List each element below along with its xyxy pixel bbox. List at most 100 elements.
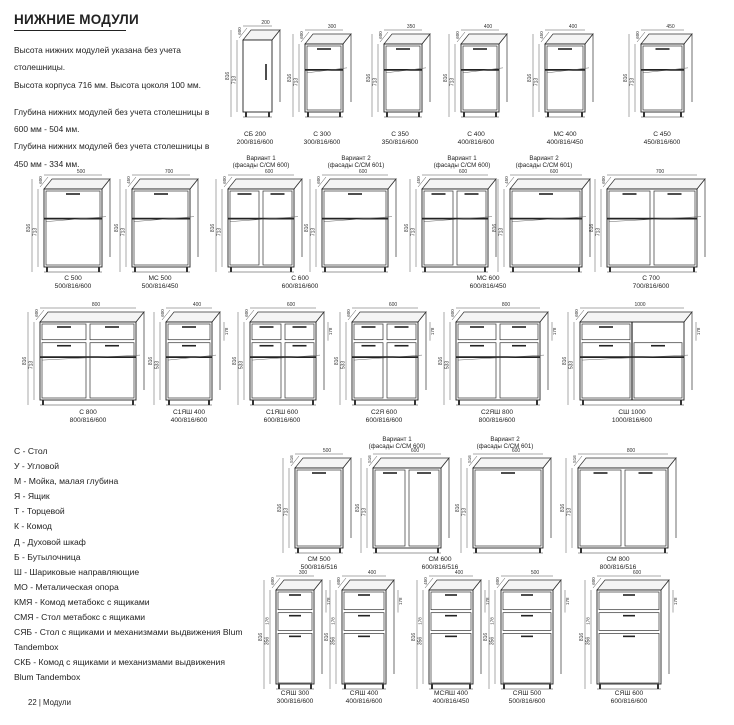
- module-name: С 300: [313, 131, 331, 138]
- door-front: [642, 45, 683, 111]
- page-footer: 22 | Модули: [28, 698, 71, 707]
- cabinet-top: [39, 311, 145, 323]
- depth-dimension: [540, 31, 550, 43]
- door-front: [624, 469, 667, 547]
- cabinet-side: [472, 579, 482, 674]
- door-front: [251, 342, 282, 399]
- dimension-label: 816: [443, 74, 449, 83]
- cabinet-leg: [384, 267, 386, 272]
- module-size: 700/816/600: [632, 283, 670, 290]
- dimension-label: 178: [485, 597, 490, 605]
- cabinet-top: [577, 457, 677, 469]
- cabinet-top: [131, 178, 199, 190]
- dimension-label: 356: [418, 637, 424, 646]
- shelf-edge: [167, 354, 217, 361]
- door-front: [229, 190, 260, 266]
- dimension-label: 816: [589, 224, 595, 233]
- dimension-label: 816: [366, 74, 372, 83]
- dimension-label: 600: [601, 176, 606, 184]
- dimension-label: 816: [492, 224, 498, 233]
- cabinet-side: [487, 178, 497, 257]
- cabinet-leg: [42, 400, 44, 405]
- module-size: 400/816/600: [170, 417, 208, 424]
- module-size: 450/816/600: [643, 139, 681, 146]
- cabinet-leg: [431, 684, 433, 689]
- cabinet-side: [293, 178, 303, 257]
- cabinet-top: [428, 579, 482, 591]
- cabinet-top: [165, 311, 221, 323]
- module-name: МС 500: [148, 275, 172, 282]
- module-size: 350/816/600: [381, 139, 419, 146]
- drawer-front: [386, 323, 417, 341]
- drawer-front: [277, 633, 313, 684]
- cabinet-body: [242, 39, 273, 113]
- door-front: [284, 342, 315, 399]
- cabinet-top: [242, 29, 281, 41]
- dimension-label: 600: [411, 448, 420, 454]
- cabinet-side: [539, 311, 549, 390]
- dimension-label: 713: [499, 228, 505, 237]
- cabinet-leg: [609, 267, 611, 272]
- dimension-label: 600: [346, 309, 351, 317]
- dimension-label: 178: [398, 597, 403, 605]
- depth-dimension: [573, 455, 583, 467]
- drawer-front: [167, 323, 211, 341]
- cabinet-leg: [657, 684, 659, 689]
- dimension-label: 816: [334, 357, 340, 366]
- depth-dimension: [127, 176, 137, 188]
- dimension-label: 800: [502, 302, 511, 308]
- cabinet-body: [383, 43, 423, 113]
- cabinet-top: [351, 311, 427, 323]
- dimension-label: 713: [462, 508, 468, 517]
- dimension-label: 713: [121, 228, 127, 237]
- dimension-label: 713: [29, 361, 35, 370]
- cabinet-leg: [312, 400, 314, 405]
- depth-dimension: [592, 577, 602, 589]
- module-size: 1000/816/600: [611, 417, 653, 424]
- depth-dimension: [424, 577, 434, 589]
- cabinet-leg: [134, 267, 136, 272]
- cabinet-side: [211, 311, 221, 390]
- variant-label: Вариант 1(фасады С/СМ 600): [368, 436, 426, 451]
- door-front: [408, 469, 440, 547]
- dimension-label: 200: [261, 20, 270, 26]
- cabinet-body: [351, 321, 419, 401]
- cabinet-leg: [168, 400, 170, 405]
- shelf-edge: [462, 67, 504, 74]
- variant-label: Вариант 2(фасады С/СМ 601): [515, 155, 573, 170]
- dimension-label: 816: [623, 74, 629, 83]
- module-name: С1ЯШ 600: [265, 409, 299, 416]
- cabinet-leg: [386, 112, 388, 117]
- cabinet-side: [584, 33, 594, 102]
- drawer-front: [353, 323, 384, 341]
- cabinet-side: [683, 33, 693, 102]
- page-title: НИЖНИЕ МОДУЛИ: [14, 12, 139, 27]
- module-size: 600/816/600: [263, 417, 301, 424]
- cabinet-leg: [484, 267, 486, 272]
- shelf-edge: [457, 354, 545, 361]
- door-front: [423, 190, 454, 266]
- dimension-label: 600: [34, 309, 39, 317]
